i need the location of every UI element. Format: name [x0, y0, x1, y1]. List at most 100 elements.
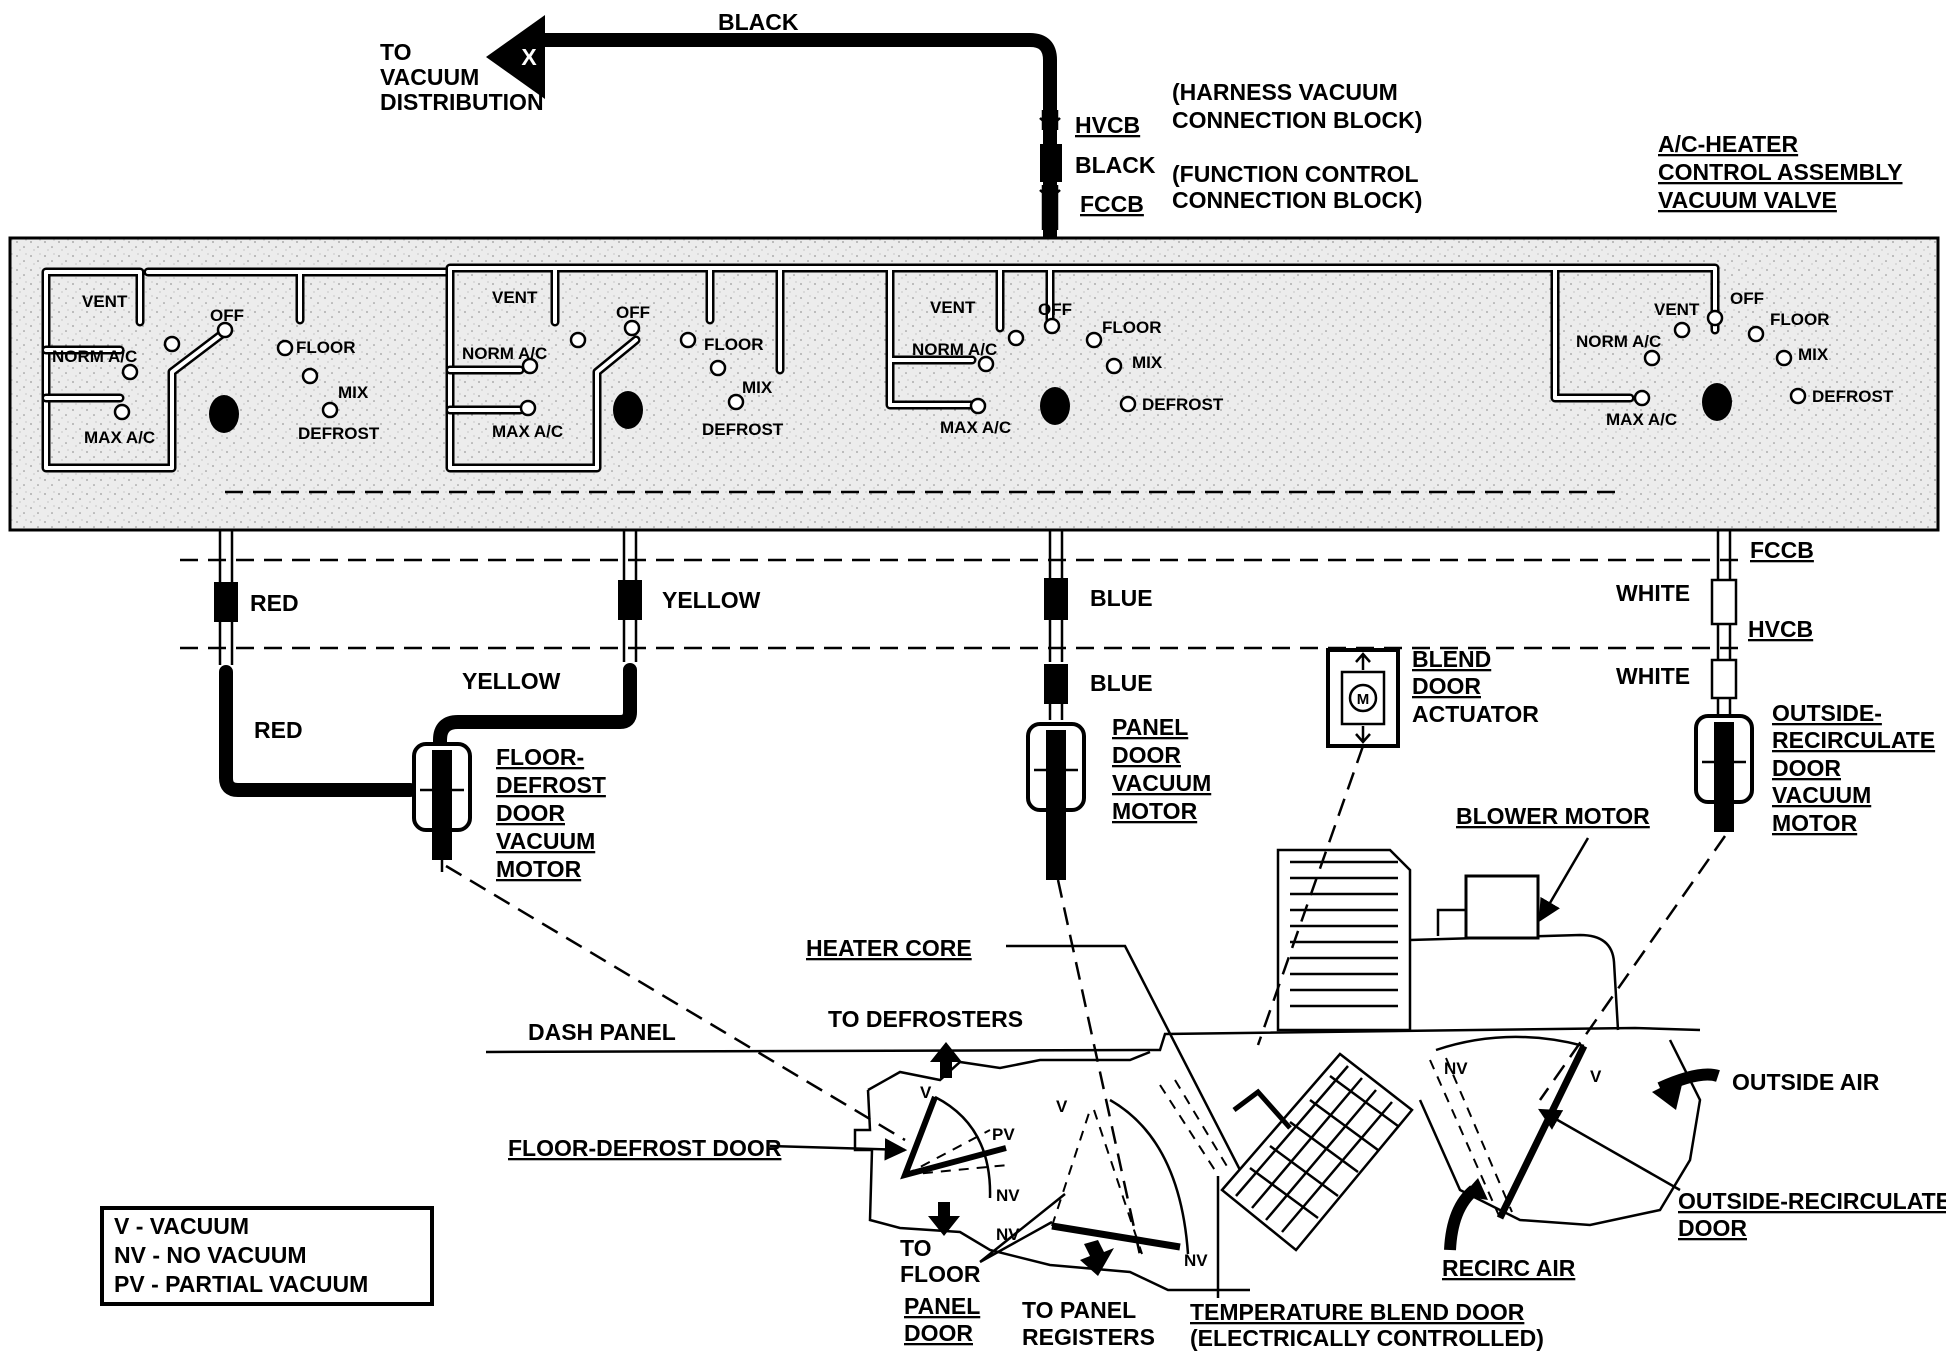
or-door-label-2: DOOR [1678, 1215, 1747, 1241]
g4-vent: VENT [1654, 300, 1700, 319]
blend-door-actuator [1326, 648, 1400, 748]
or-v-label: V [1590, 1067, 1602, 1086]
hvcb-desc-1: (HARNESS VACUUM [1172, 79, 1398, 105]
fd-linkage-dash [445, 864, 906, 1142]
heater-core-label: HEATER CORE [806, 935, 972, 961]
fccb-right-label: FCCB [1750, 537, 1814, 563]
panel-motor-label-4: MOTOR [1112, 798, 1198, 824]
blue-hose [1044, 530, 1068, 720]
valve-group-2 [519, 319, 745, 417]
g3-off: OFF [1038, 300, 1072, 319]
to-panel-label-1: TO PANEL [1022, 1297, 1136, 1323]
valve-group-3 [969, 317, 1137, 415]
fccb-desc-1: (FUNCTION CONTROL [1172, 161, 1419, 187]
blower-assembly [1276, 848, 1620, 1032]
valve-title-3: VACUUM VALVE [1658, 187, 1837, 213]
g2-max-ac: MAX A/C [492, 422, 563, 441]
temp-blend-label-1: TEMPERATURE BLEND DOOR [1190, 1299, 1525, 1325]
hvcb-desc-2: CONNECTION BLOCK) [1172, 107, 1422, 133]
panel-linkage-dash [1056, 879, 1142, 1256]
hvcb-top-label: HVCB [1075, 112, 1140, 138]
g3-max-ac: MAX A/C [940, 418, 1011, 437]
valve-title-1: A/C-HEATER [1658, 131, 1799, 157]
vacuum-direction-arrow-icon [486, 15, 545, 99]
pd-nv-label: NV [996, 1225, 1020, 1244]
panel-door [1051, 1098, 1190, 1255]
outside-recirc-door [1429, 1035, 1588, 1220]
or-door-leader [1538, 1108, 1681, 1192]
g1-defrost: DEFROST [298, 424, 380, 443]
x-mark: X [521, 44, 537, 70]
panel-door-label-1: PANEL [904, 1293, 980, 1319]
top-connector-stack [1039, 110, 1062, 230]
g4-defrost: DEFROST [1812, 387, 1894, 406]
fccb-desc-2: CONNECTION BLOCK) [1172, 187, 1422, 213]
red-label-upper: RED [250, 590, 299, 616]
g4-floor: FLOOR [1770, 310, 1830, 329]
to-vacuum-label-2: VACUUM [380, 64, 479, 90]
dash-panel-line [485, 1026, 1701, 1054]
pd-nv2-label: NV [1184, 1251, 1208, 1270]
valve-group-1 [113, 321, 339, 421]
or-door-label-1: OUTSIDE-RECIRCULATE [1678, 1188, 1946, 1214]
g1-off: OFF [210, 306, 244, 325]
or-linkage-dash [1538, 835, 1727, 1101]
g2-off: OFF [616, 303, 650, 322]
blue-label-upper: BLUE [1090, 585, 1153, 611]
g1-floor: FLOOR [296, 338, 356, 357]
to-floor-label-2: FLOOR [900, 1261, 981, 1287]
housing-top-outline [867, 1050, 1151, 1092]
black-hose-label: BLACK [718, 9, 799, 35]
to-panel-label-2: REGISTERS [1022, 1324, 1155, 1350]
yellow-label-lower: YELLOW [462, 668, 561, 694]
or-motor-label-3: DOOR [1772, 755, 1841, 781]
recirc-air-flow [1444, 1185, 1479, 1251]
to-floor-label-1: TO [900, 1235, 932, 1261]
panel-motor-label-3: VACUUM [1112, 770, 1211, 796]
or-nv-label: NV [1444, 1059, 1468, 1078]
valve-title-2: CONTROL ASSEMBLY [1658, 159, 1903, 185]
blend-label-3: ACTUATOR [1412, 701, 1539, 727]
yellow-hose [433, 530, 642, 757]
recirc-air-arrow-icon [1462, 1178, 1488, 1200]
g4-norm-ac: NORM A/C [1576, 332, 1661, 351]
fd-v-label: V [920, 1083, 932, 1102]
blue-label-lower: BLUE [1090, 670, 1153, 696]
temperature-blend-door [1159, 1079, 1292, 1176]
heater-core-leader [1006, 944, 1242, 1171]
legend-box [100, 1206, 434, 1306]
fd-motor-label-3: DOOR [496, 800, 565, 826]
black-connector-label: BLACK [1075, 152, 1156, 178]
fccb-hvcb-dashed-lines [180, 558, 1740, 650]
or-motor-label-2: RECIRCULATE [1772, 727, 1935, 753]
hvcb-right-label: HVCB [1748, 616, 1813, 642]
fd-door-leader [769, 1138, 908, 1161]
recirc-air-label: RECIRC AIR [1442, 1255, 1576, 1281]
blend-linkage-dash [1256, 745, 1365, 1046]
fd-motor-label-2: DEFROST [496, 772, 606, 798]
white-label-upper: WHITE [1616, 580, 1690, 606]
legend-vacuum: V - VACUUM [114, 1213, 249, 1239]
fd-nv-label: NV [996, 1186, 1020, 1205]
blower-motor-label: BLOWER MOTOR [1456, 803, 1650, 829]
to-vacuum-label-1: TO [380, 39, 412, 65]
panel-motor-label-1: PANEL [1112, 714, 1188, 740]
fccb-top-label: FCCB [1080, 191, 1144, 217]
yellow-label-upper: YELLOW [662, 587, 761, 613]
g4-max-ac: MAX A/C [1606, 410, 1677, 429]
g1-max-ac: MAX A/C [84, 428, 155, 447]
g3-norm-ac: NORM A/C [912, 340, 997, 359]
g2-mix: MIX [742, 378, 773, 397]
fd-pv-label: PV [992, 1125, 1015, 1144]
fd-motor-label-5: MOTOR [496, 856, 582, 882]
white-hose [1710, 530, 1738, 716]
g3-vent: VENT [930, 298, 976, 317]
motor-symbol-icon [1348, 683, 1378, 713]
outside-air-arrow-icon [1652, 1076, 1684, 1110]
floor-defrost-door [900, 1095, 1009, 1199]
g4-mix: MIX [1798, 345, 1829, 364]
g1-vent: VENT [82, 292, 128, 311]
red-label-lower: RED [254, 717, 303, 743]
g3-defrost: DEFROST [1142, 395, 1224, 414]
